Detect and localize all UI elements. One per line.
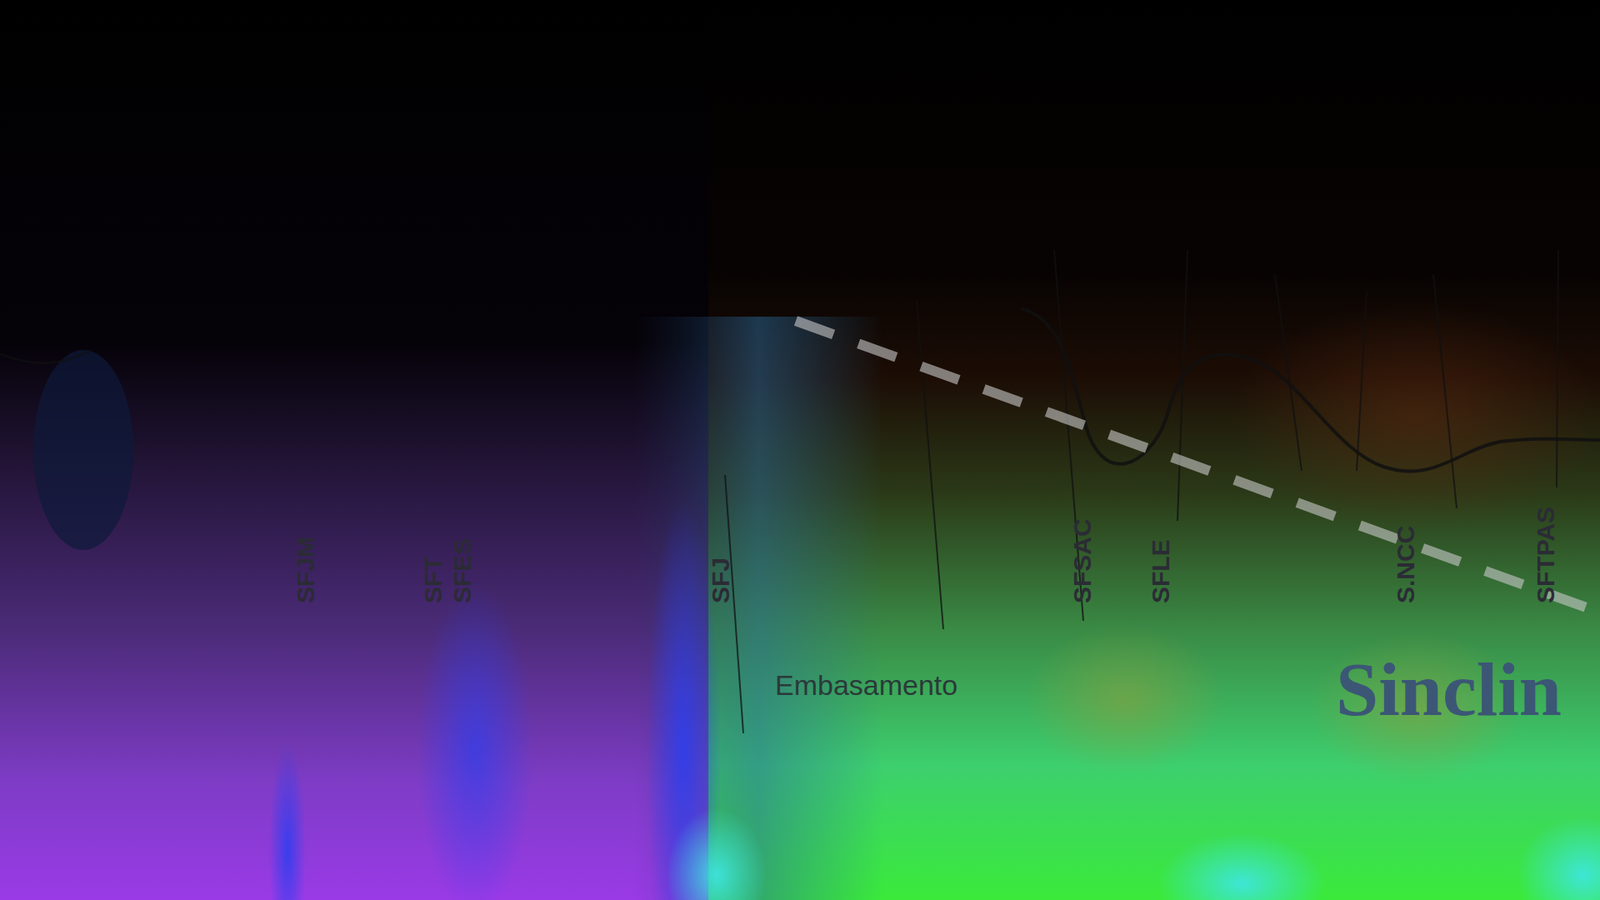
fault-label: SFT [420, 555, 446, 604]
fault-label: S.NCC [1393, 525, 1419, 604]
fault-label: SFSAC [1070, 518, 1095, 604]
structure-label: Sinclin [1335, 645, 1562, 734]
fault-label: SFJ [708, 557, 734, 604]
fault-label: SFJM [293, 536, 319, 604]
fault-label: SFES [450, 538, 475, 604]
fault-label: SFTPAS [1533, 506, 1559, 604]
fault-label: SFLE [1148, 539, 1174, 604]
unit-label: Embasamento [775, 669, 958, 702]
